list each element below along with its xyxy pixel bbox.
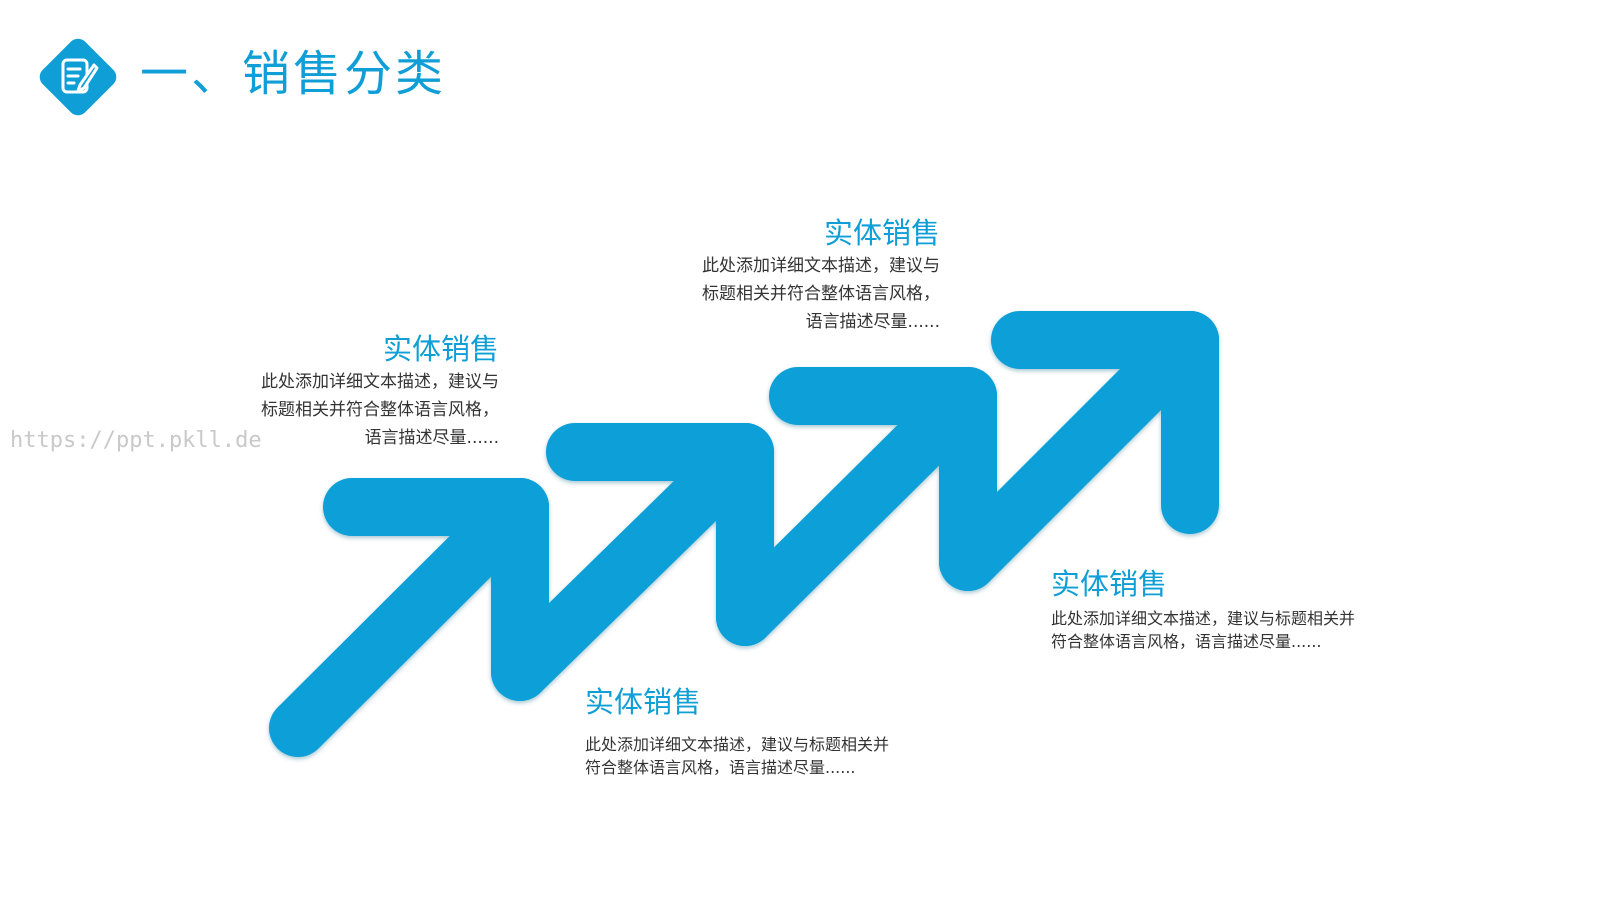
title-badge — [39, 38, 117, 116]
description-line: 此处添加详细文本描述，建议与标题相关并 — [585, 735, 890, 754]
block-heading: 实体销售 — [382, 332, 499, 366]
text-block-3: 实体销售 此处添加详细文本描述，建议与标题相关并 符合整体语言风格，语言描述尽量… — [585, 683, 915, 779]
description-line: 标题相关并符合整体语言风格， — [261, 400, 499, 420]
description-line: 此处添加详细文本描述，建议与 — [702, 256, 940, 276]
text-block-4: 实体销售 此处添加详细文本描述，建议与标题相关并 符合整体语言风格，语言描述尽量… — [1051, 565, 1381, 653]
block-heading: 实体销售 — [585, 685, 702, 719]
block-heading: 实体销售 — [1051, 567, 1168, 601]
description-line: 此处添加详细文本描述，建议与标题相关并 — [1051, 609, 1356, 628]
page-title: 一、销售分类 — [140, 46, 447, 102]
description-line: 语言描述尽量...... — [364, 428, 499, 448]
block-description: 此处添加详细文本描述，建议与 标题相关并符合整体语言风格， 语言描述尽量....… — [219, 368, 499, 452]
edit-document-icon — [61, 58, 99, 94]
description-line: 此处添加详细文本描述，建议与 — [261, 372, 499, 392]
block-description: 此处添加详细文本描述，建议与 标题相关并符合整体语言风格， 语言描述尽量....… — [660, 252, 940, 336]
block-description: 此处添加详细文本描述，建议与标题相关并 符合整体语言风格，语言描述尽量.....… — [585, 733, 915, 779]
description-line: 标题相关并符合整体语言风格， — [702, 284, 940, 304]
description-line: 符合整体语言风格，语言描述尽量...... — [585, 758, 856, 777]
description-line: 语言描述尽量...... — [805, 312, 940, 332]
block-heading: 实体销售 — [823, 216, 940, 250]
text-block-1: 实体销售 此处添加详细文本描述，建议与 标题相关并符合整体语言风格， 语言描述尽… — [219, 330, 499, 452]
block-description: 此处添加详细文本描述，建议与标题相关并 符合整体语言风格，语言描述尽量.....… — [1051, 607, 1381, 653]
description-line: 符合整体语言风格，语言描述尽量...... — [1051, 632, 1322, 651]
text-block-2: 实体销售 此处添加详细文本描述，建议与 标题相关并符合整体语言风格， 语言描述尽… — [660, 214, 940, 336]
watermark: https://ppt.pkll.de — [10, 428, 262, 453]
